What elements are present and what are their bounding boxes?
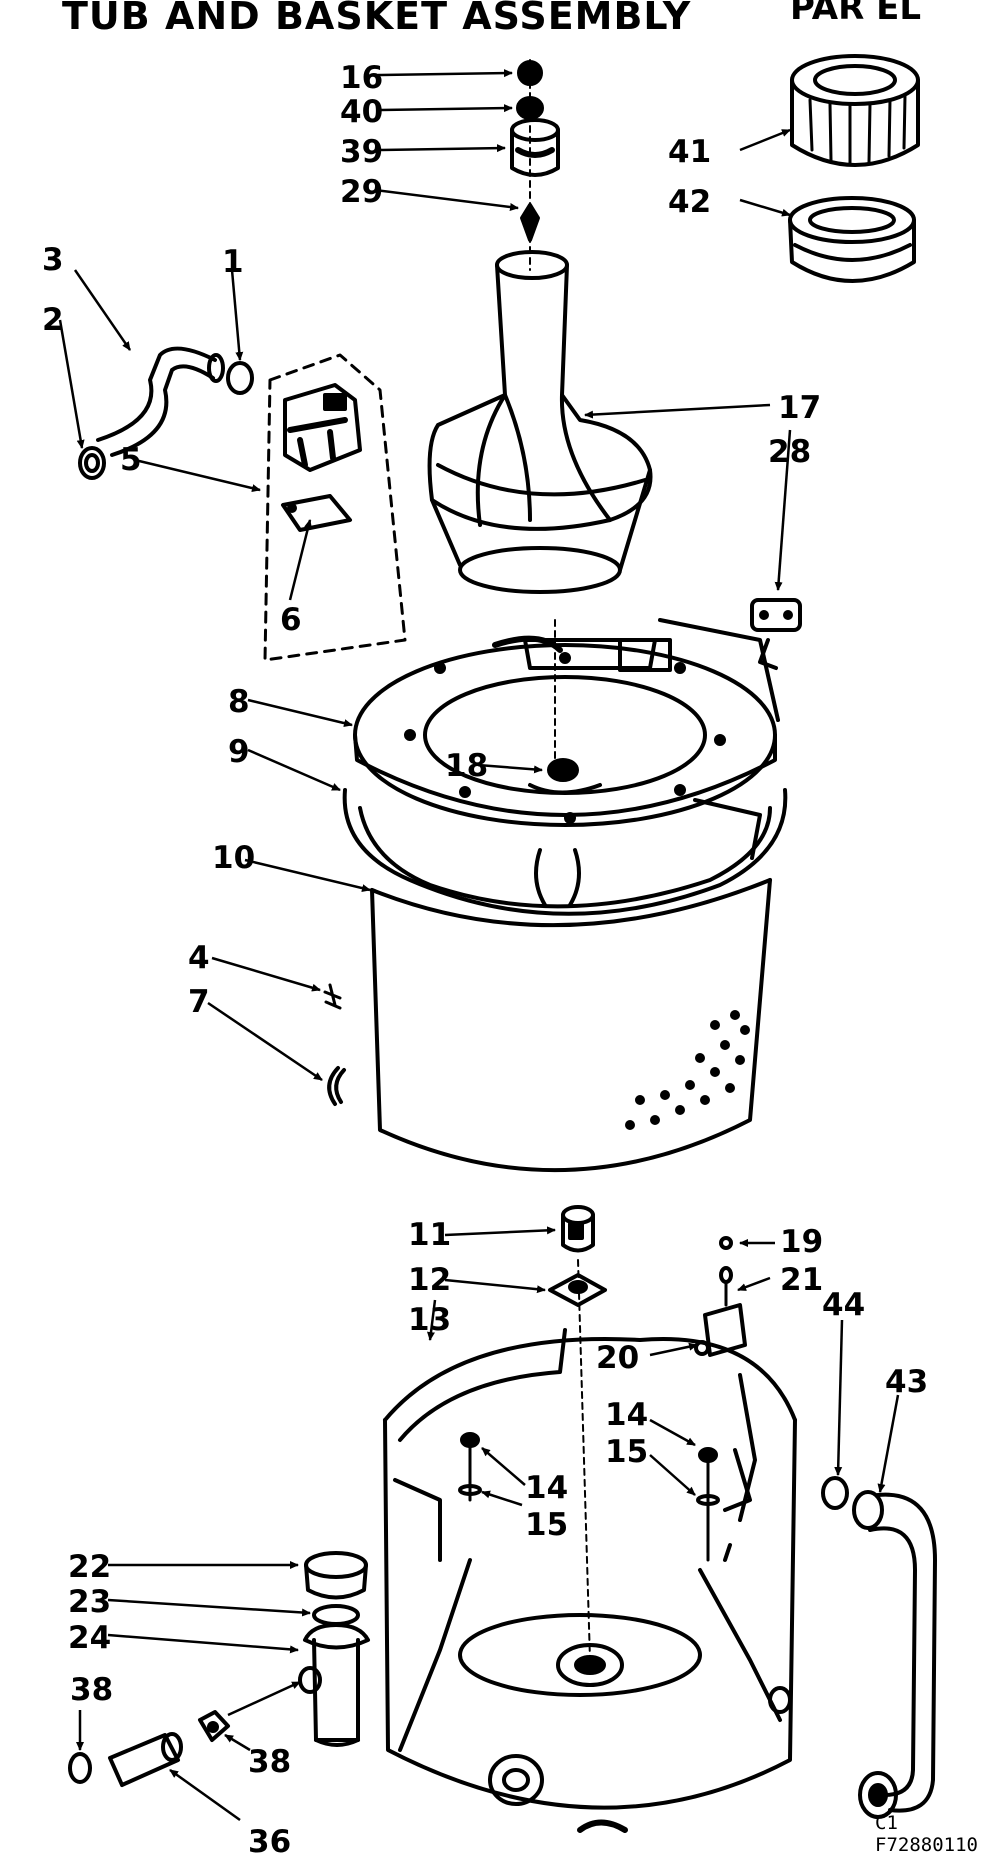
- part-23-gasket: [312, 1604, 360, 1626]
- part-17-agitator: [427, 250, 653, 594]
- label-16: 16: [340, 60, 383, 96]
- label-2: 2: [42, 302, 64, 338]
- label-28: 28: [768, 434, 811, 470]
- part-1-clamp: [226, 361, 254, 395]
- label-40: 40: [340, 94, 383, 130]
- part-labels: 16 40 39 29 41 42 3 2 1 5 6 17 28 8 9 18…: [42, 60, 928, 1860]
- part-12-seal: [548, 1273, 607, 1307]
- part-4-screw: [323, 983, 342, 1010]
- part-38-ring-left: [68, 1752, 92, 1784]
- label-23: 23: [68, 1584, 111, 1620]
- label-43: 43: [885, 1364, 928, 1400]
- label-20: 20: [596, 1340, 639, 1376]
- label-4: 4: [188, 940, 210, 976]
- part-5-switch: [283, 383, 362, 472]
- label-39: 39: [340, 134, 383, 170]
- part-7-clip: [327, 1066, 346, 1106]
- corner-fragment-text: PAR EL: [790, 0, 922, 28]
- label-15-right: 15: [605, 1434, 648, 1470]
- label-41: 41: [668, 134, 711, 170]
- label-24: 24: [68, 1620, 111, 1656]
- part-6-bracket: [281, 494, 352, 532]
- label-21: 21: [780, 1262, 823, 1298]
- label-22: 22: [68, 1549, 111, 1585]
- part-43-drain-hose: [852, 1490, 937, 1819]
- label-5: 5: [120, 442, 142, 478]
- label-17: 17: [778, 390, 821, 426]
- part-36-hose-section: [108, 1732, 183, 1787]
- part-42-ring: [788, 196, 916, 283]
- part-9-balance-ring: [342, 788, 788, 916]
- part-14-screw-right: [698, 1447, 718, 1562]
- label-12: 12: [408, 1262, 451, 1298]
- label-13: 13: [408, 1302, 451, 1338]
- label-19: 19: [780, 1224, 823, 1260]
- label-11: 11: [408, 1217, 451, 1253]
- part-8-tub-ring: [353, 618, 780, 827]
- part-21-spacer: [719, 1266, 733, 1307]
- label-14-right: 14: [605, 1397, 648, 1433]
- label-9: 9: [228, 734, 250, 770]
- label-1: 1: [222, 244, 244, 280]
- label-7: 7: [188, 984, 210, 1020]
- leader-lines: [58, 69, 900, 1822]
- label-18: 18: [445, 748, 488, 784]
- part-18-nut: [528, 758, 602, 795]
- part-24-pipe: [298, 1623, 370, 1747]
- label-38-right: 38: [248, 1744, 291, 1780]
- part-22-cap: [304, 1551, 368, 1600]
- label-6: 6: [280, 602, 302, 638]
- part-11-coupling: [561, 1205, 595, 1253]
- label-44: 44: [822, 1287, 865, 1323]
- label-14-left: 14: [525, 1470, 568, 1506]
- part-38-clamp-right: [198, 1710, 230, 1742]
- part-19-screw: [719, 1236, 733, 1250]
- part-5-group-outline: [263, 353, 407, 662]
- part-28-clip: [750, 598, 802, 670]
- part-2-fitting: [78, 446, 106, 480]
- part-13-outer-tub: [383, 1328, 797, 1833]
- part-15-washer-left: [458, 1484, 482, 1496]
- part-14-screw-left: [460, 1432, 480, 1502]
- label-38-left: 38: [70, 1672, 113, 1708]
- label-10: 10: [212, 840, 255, 876]
- part-41-cap: [790, 54, 920, 167]
- label-42: 42: [668, 184, 711, 220]
- part-44-clamp: [821, 1476, 849, 1510]
- label-3: 3: [42, 242, 64, 278]
- label-8: 8: [228, 684, 250, 720]
- assembly-axis-bottom: [577, 1259, 591, 1661]
- drawing-code: C1 F72880110: [875, 1812, 978, 1856]
- part-29-pin: [520, 203, 540, 242]
- part-10-basket: [370, 848, 772, 1173]
- part-39-bearing: [510, 118, 560, 177]
- part-3-hose: [96, 346, 225, 457]
- diagram-title: TUB AND BASKET ASSEMBLY: [62, 0, 692, 38]
- label-29: 29: [340, 174, 383, 210]
- part-15-washer-right: [696, 1494, 720, 1506]
- label-15-left: 15: [525, 1507, 568, 1543]
- label-36: 36: [248, 1824, 291, 1860]
